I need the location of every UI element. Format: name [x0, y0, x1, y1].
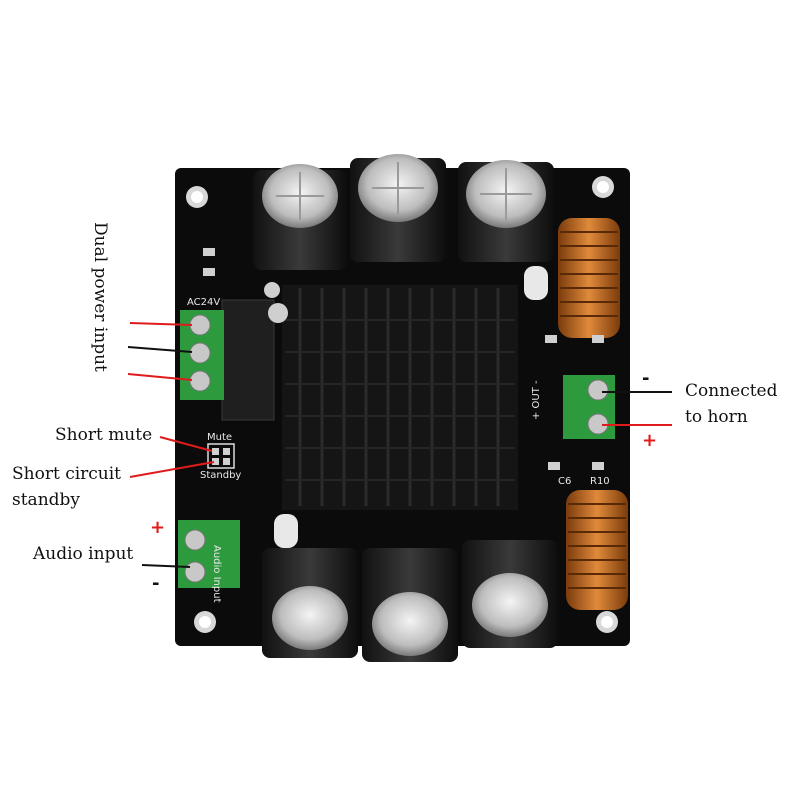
audio-terminal-block: [178, 520, 240, 588]
inductor-coil-bottom: [566, 490, 628, 610]
mounting-hole-icon: [592, 176, 614, 198]
mounting-hole-icon: [186, 186, 208, 208]
label-connected: Connected: [685, 381, 778, 401]
small-capacitor: [274, 514, 298, 548]
arrow-audio-input: [141, 564, 191, 568]
amplifier-chip: [221, 299, 275, 421]
inductor-coil-top: [558, 218, 620, 338]
silk-c6: C6: [558, 476, 572, 487]
arrow-power-positive-1: [129, 322, 193, 326]
label-short-circuit: Short circuit: [12, 464, 122, 484]
capacitor-top-3: [458, 160, 554, 262]
sign-audio-plus: +: [150, 517, 166, 538]
smd-component: [545, 335, 557, 343]
smd-component: [592, 335, 604, 343]
smd-component: [203, 268, 215, 276]
sign-horn-minus: -: [642, 368, 650, 389]
mounting-hole-icon: [194, 611, 216, 633]
smd-component: [592, 462, 604, 470]
smd-component: [548, 462, 560, 470]
small-capacitor: [268, 303, 288, 323]
output-terminal-block: [563, 375, 615, 439]
label-to-horn: to horn: [685, 407, 748, 427]
capacitor-top-2: [350, 154, 446, 262]
mute-standby-jumper: [207, 443, 235, 469]
silk-audio-input: Audio Input: [211, 545, 222, 603]
silk-r10: R10: [590, 476, 610, 487]
small-capacitor: [524, 266, 548, 300]
label-audio-input: Audio input: [33, 544, 134, 564]
arrow-standby: [129, 461, 215, 478]
label-dual-power-input: Dual power input: [90, 222, 110, 372]
power-terminal-block: [180, 310, 224, 400]
silk-standby: Standby: [200, 470, 242, 481]
arrow-short-mute: [159, 436, 213, 452]
silk-mute: Mute: [207, 432, 233, 443]
smd-component: [203, 248, 215, 256]
capacitor-bottom-1: [262, 548, 358, 658]
silk-ac24v: AC24V: [187, 297, 221, 308]
sign-horn-plus: +: [642, 430, 658, 451]
small-capacitor: [264, 282, 280, 298]
label-short-mute: Short mute: [55, 425, 153, 445]
sign-audio-minus: -: [152, 573, 160, 594]
heatsink: [282, 285, 518, 510]
label-standby: standby: [12, 490, 81, 510]
capacitor-bottom-2: [362, 548, 458, 662]
mounting-hole-icon: [596, 611, 618, 633]
arrow-power-ground: [127, 346, 193, 353]
capacitor-top-1: [253, 164, 347, 270]
arrow-power-positive-2: [127, 373, 193, 381]
silk-out: + OUT -: [531, 380, 542, 420]
capacitor-bottom-3: [462, 540, 558, 648]
